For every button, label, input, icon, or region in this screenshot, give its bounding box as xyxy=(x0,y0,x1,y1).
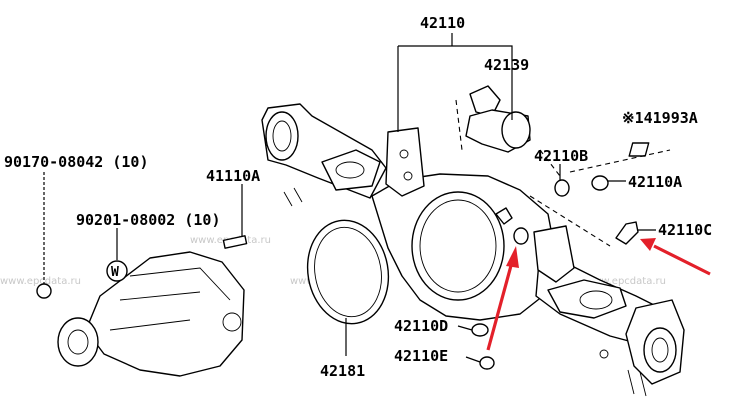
label-42181: 42181 xyxy=(320,362,365,380)
label-41110a: 41110A xyxy=(206,167,260,185)
red-arrows xyxy=(486,238,711,351)
label-90170: 90170-08042 (10) xyxy=(4,153,149,171)
plate-41993a xyxy=(628,142,650,157)
label-42110b: 42110B xyxy=(534,147,588,165)
arrowhead-plug xyxy=(506,246,519,268)
label-42110e: 42110E xyxy=(394,347,448,365)
plug-42110e xyxy=(479,356,495,370)
small-parts: W xyxy=(36,142,650,370)
plug-42110b xyxy=(554,179,570,197)
washer-90201 xyxy=(106,260,128,282)
part-labels: 42110 42139 90170-08042 (10) 41110A 9020… xyxy=(4,14,712,380)
breather-housing xyxy=(495,207,513,225)
plug-housing xyxy=(513,227,529,245)
axle-housing xyxy=(261,103,685,397)
washer-mark: W xyxy=(111,265,119,280)
gasket-42181 xyxy=(306,219,390,325)
label-42110: 42110 xyxy=(420,14,465,32)
differential-carrier xyxy=(57,251,245,377)
label-42110d: 42110D xyxy=(394,317,448,335)
breather-42110c xyxy=(615,221,639,245)
bracket-42139 xyxy=(455,85,561,177)
label-42110a: 42110A xyxy=(628,173,682,191)
label-42139: 42139 xyxy=(484,56,529,74)
label-90201: 90201-08002 (10) xyxy=(76,211,221,229)
watermark-5: www.epcdata.ru xyxy=(585,276,666,287)
arrow-to-breather xyxy=(653,244,711,276)
watermark-1: www.epcdata.ru xyxy=(0,276,81,287)
label-41993a: ※141993A xyxy=(622,109,698,127)
label-42110c: 42110C xyxy=(658,221,712,239)
plug-42110d xyxy=(471,323,489,337)
leader-lines xyxy=(43,33,671,363)
bolt-90170 xyxy=(36,283,52,299)
plug-42110a xyxy=(591,175,609,191)
stud-41110a xyxy=(222,235,248,249)
arrowhead-breather xyxy=(640,238,656,251)
arrow-to-plug xyxy=(486,261,514,351)
